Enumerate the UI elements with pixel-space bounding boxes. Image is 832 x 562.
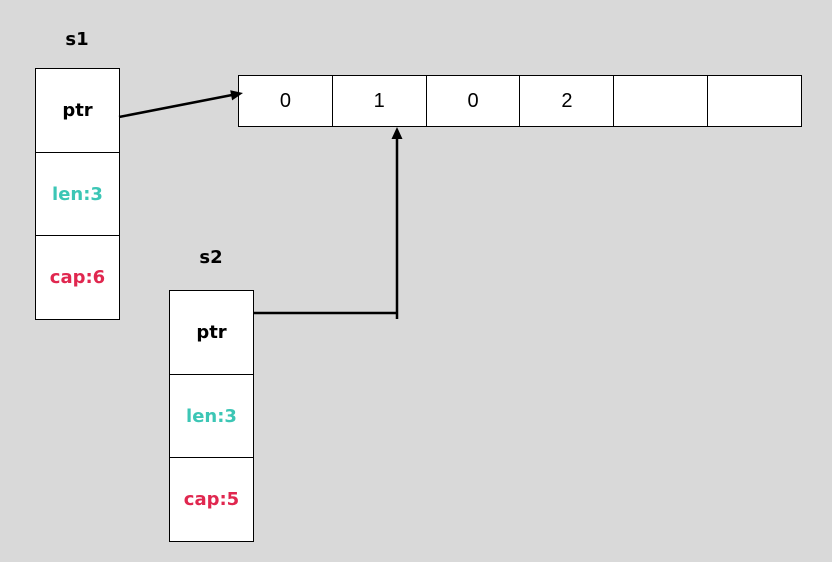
array-cell-1: 1: [333, 76, 427, 126]
slice-s1-label: s1: [65, 29, 89, 50]
s1-ptr-arrow-line: [118, 93, 233, 119]
array-cell-3: 2: [520, 76, 615, 126]
s1-ptr-arrow: [118, 90, 243, 119]
s2-ptr-field: ptr: [170, 291, 253, 375]
s1-len-field: len:3: [36, 153, 119, 237]
array-cell-0: 0: [239, 76, 333, 126]
s2-ptr-arrow: [253, 127, 403, 319]
s2-len-field: len:3: [170, 375, 253, 459]
s2-cap-field: cap:5: [183, 489, 240, 511]
underlying-array: 0 1 0 2: [238, 75, 802, 127]
s1-cap-field: cap:6: [49, 267, 106, 289]
s1-ptr-field: ptr: [36, 69, 119, 153]
slice-s2-label: s2: [199, 247, 223, 268]
s2-ptr-arrowhead: [391, 127, 403, 139]
slice-s1-header: ptr len:3 cap:6: [35, 68, 120, 320]
slice-s2-header: ptr len:3 cap:5: [169, 290, 254, 542]
array-cell-2: 0: [427, 76, 521, 126]
array-cell-4: [614, 76, 709, 126]
array-cell-5: [708, 76, 801, 126]
